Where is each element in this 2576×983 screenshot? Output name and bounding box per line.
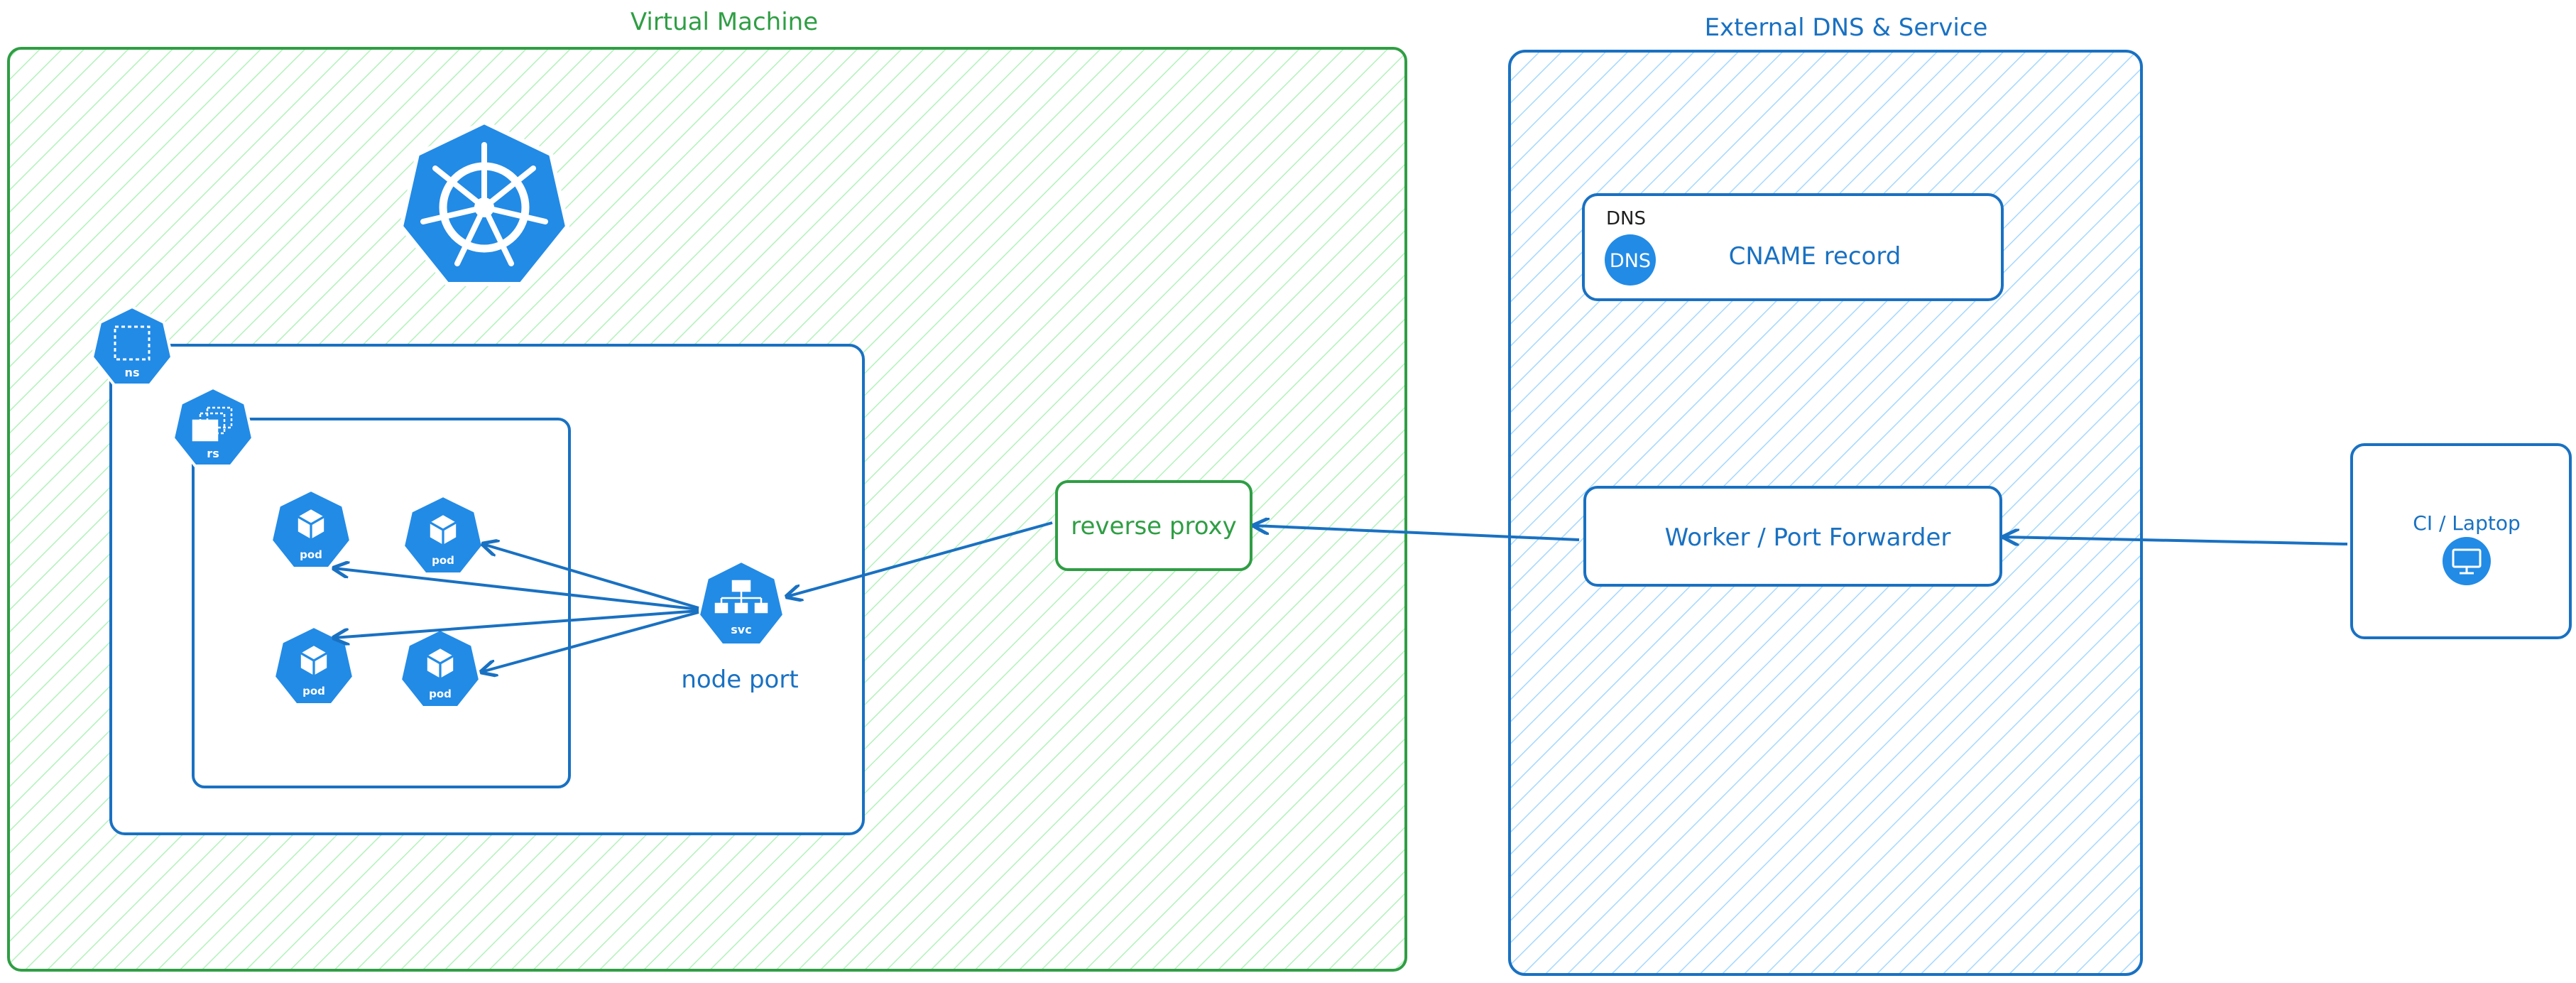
arrow-svc-pod-1: [334, 568, 699, 611]
reverse-proxy-box[interactable]: reverse proxy: [1055, 480, 1252, 571]
arrow-svc-pod-2: [483, 544, 699, 609]
namespace-icon: ns: [90, 305, 174, 386]
arrow-svc-pod-3: [334, 609, 699, 638]
ci-laptop-label: CI / Laptop: [2413, 511, 2520, 535]
monitor-icon: [2443, 537, 2491, 585]
pod-label-2: pod: [432, 554, 454, 567]
reverse-proxy-label: reverse proxy: [1071, 512, 1236, 541]
pod-icon-1[interactable]: pod: [269, 488, 353, 570]
pod-label-4: pod: [429, 688, 452, 700]
kubernetes-logo-icon: [398, 119, 570, 286]
worker-port-forwarder-box[interactable]: Worker / Port Forwarder: [1583, 486, 2002, 587]
external-dns-service-title: External DNS & Service: [1705, 13, 1988, 42]
service-icon[interactable]: svc: [697, 559, 786, 646]
ns-label: ns: [125, 366, 140, 379]
service-to-pod-arrows: [334, 544, 699, 672]
dns-circle-icon: DNS: [1605, 234, 1656, 286]
dns-record-card[interactable]: DNS DNS CNAME record: [1582, 193, 2004, 301]
rs-label: rs: [207, 447, 219, 460]
pod-label-3: pod: [302, 685, 325, 697]
ci-laptop-box[interactable]: CI / Laptop: [2350, 443, 2572, 639]
pod-icon-4[interactable]: pod: [398, 627, 482, 709]
arrow-proxy-to-svc: [787, 521, 1053, 597]
arrow-client-to-worker: [2004, 537, 2348, 544]
pod-label-1: pod: [300, 548, 322, 561]
pod-icon-2[interactable]: pod: [401, 494, 485, 575]
dns-small-label: DNS: [1606, 208, 1646, 229]
cname-record-label: CNAME record: [1729, 242, 1901, 271]
worker-port-forwarder-label: Worker / Port Forwarder: [1665, 523, 1951, 552]
replicaset-box[interactable]: [192, 418, 571, 788]
dns-icon-label: DNS: [1610, 250, 1651, 272]
arrow-svc-pod-4: [481, 611, 699, 672]
replicaset-icon: rs: [171, 386, 255, 467]
arrow-worker-to-proxy: [1254, 526, 1580, 541]
virtual-machine-title: Virtual Machine: [631, 8, 818, 36]
node-port-label: node port: [681, 666, 798, 694]
svc-label: svc: [731, 623, 751, 636]
